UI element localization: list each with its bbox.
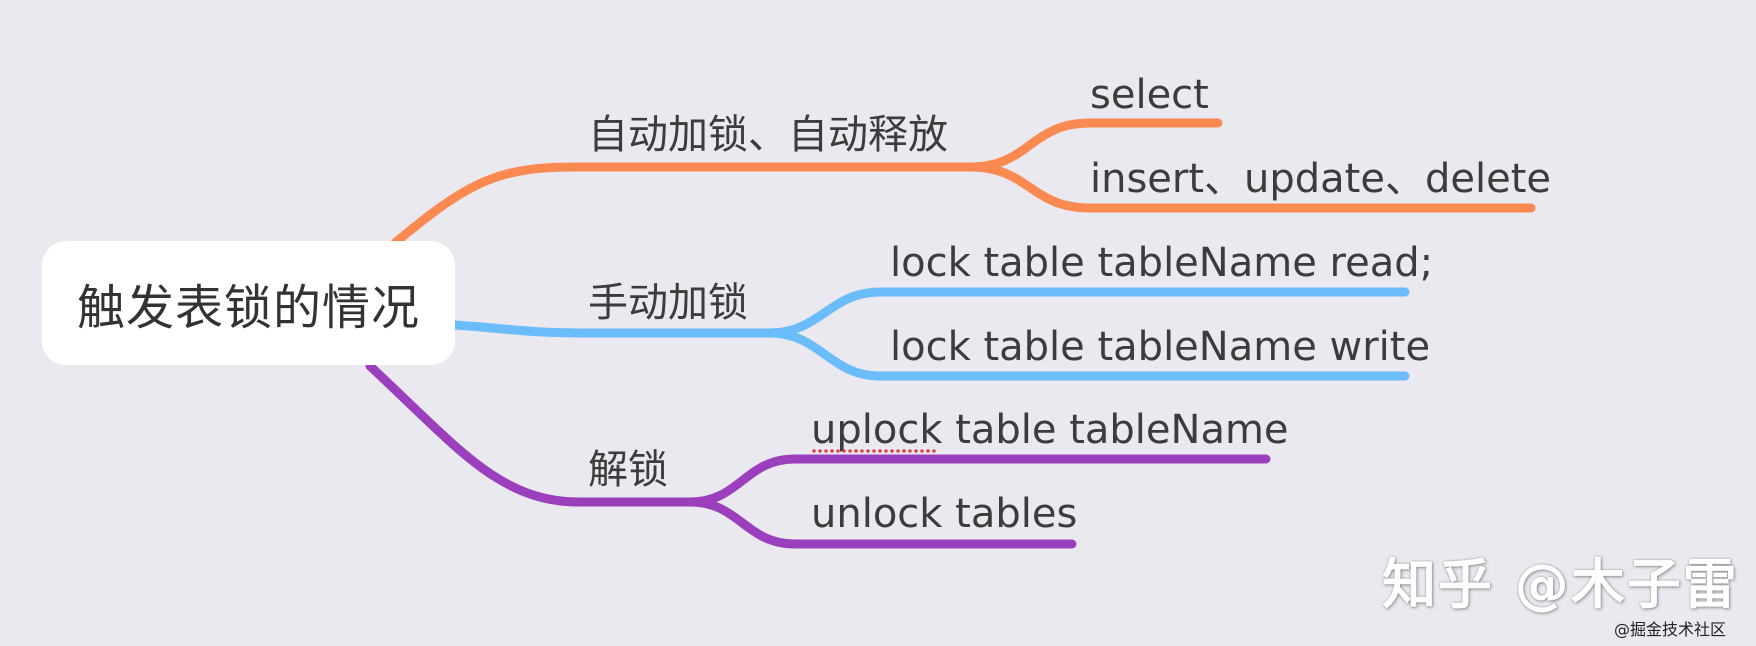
leaf-unlock-tables[interactable]: unlock tables [811, 491, 1078, 537]
leaf-lock-table-read[interactable]: lock table tableName read; [890, 240, 1434, 286]
branch-2-label[interactable]: 手动加锁 [588, 280, 748, 326]
branch-1-label[interactable]: 自动加锁、自动释放 [588, 112, 948, 158]
root-node-label: 触发表锁的情况 [76, 280, 420, 336]
leaf-lock-table-write[interactable]: lock table tableName write [890, 324, 1431, 370]
root-node[interactable]: 触发表锁的情况 [42, 241, 455, 365]
leaf-insert-update-delete[interactable]: insert、update、delete [1090, 156, 1551, 202]
connector-root-to-branch-2 [450, 320, 775, 338]
corner-watermark: @掘金技术社区 [1614, 620, 1727, 639]
connector-branch-2-to-leaf-2 [765, 328, 1410, 381]
connector-root-to-branch-1 [390, 162, 975, 248]
connector-branch-3-to-leaf-2 [685, 497, 1077, 549]
watermark: 知乎 @木子雷 [1382, 553, 1739, 616]
leaf-select[interactable]: select [1090, 72, 1209, 118]
leaf-uplock-table[interactable]: uplock table tableName [811, 407, 1289, 453]
branch-3-label[interactable]: 解锁 [588, 447, 668, 493]
spellcheck-underline [811, 448, 936, 454]
connector-branch-1-to-leaf-2 [965, 162, 1536, 213]
connector-root-to-branch-3 [365, 361, 695, 507]
